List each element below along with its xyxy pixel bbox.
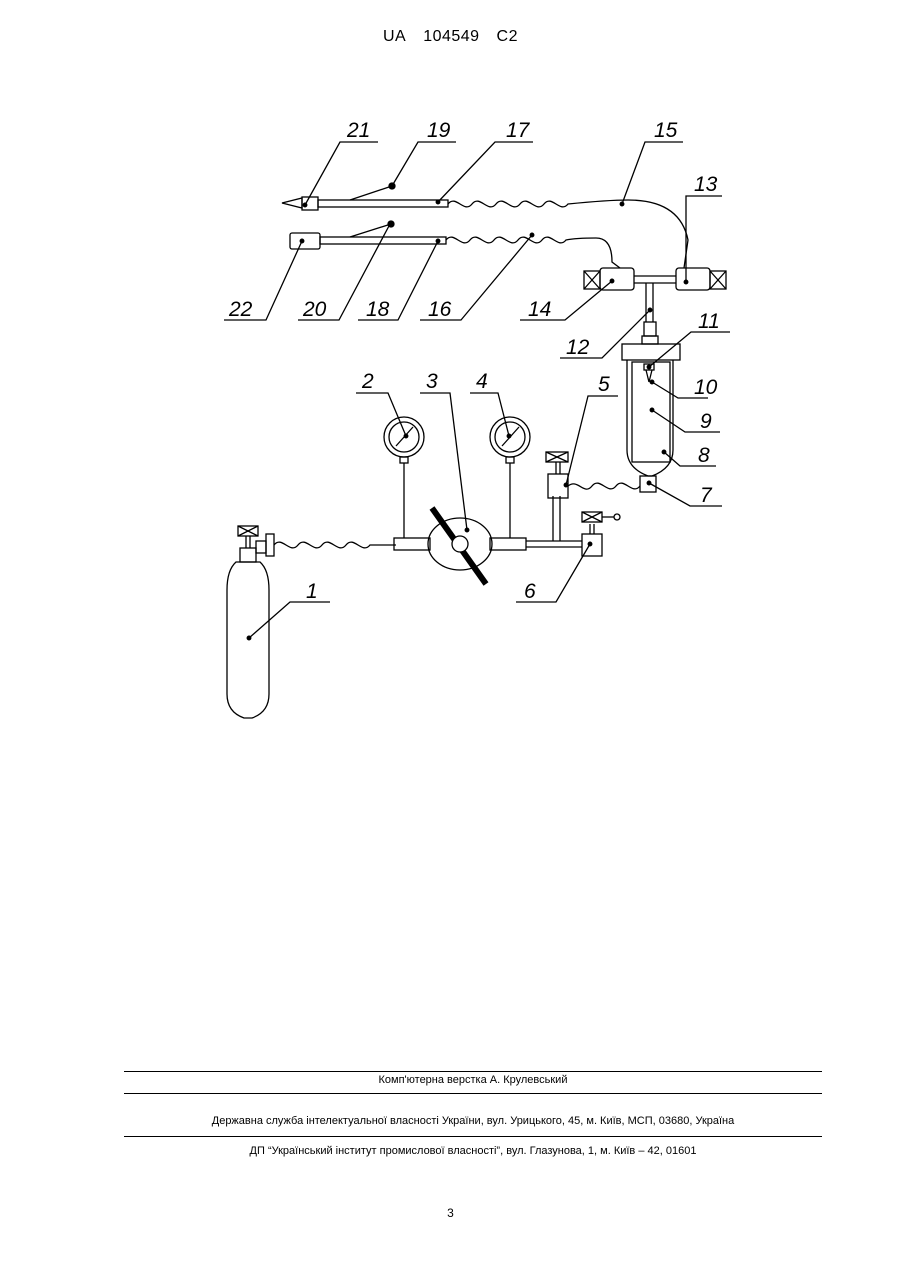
footer-rule-bottom	[124, 1136, 822, 1137]
label-7: 7	[700, 484, 713, 507]
label-22: 22	[228, 298, 253, 321]
footer-rule-top	[124, 1071, 822, 1072]
label-16: 16	[428, 298, 452, 321]
reference-numerals: 21 19 17 15 13 22 20 18 16 14 12 11 10 9…	[228, 119, 720, 603]
label-15: 15	[654, 119, 678, 142]
label-17: 17	[506, 119, 531, 142]
label-9: 9	[700, 410, 712, 433]
institute-address: ДП “Український інститут промислової вла…	[124, 1145, 822, 1157]
label-13: 13	[694, 173, 718, 196]
label-12: 12	[566, 336, 590, 359]
footer-rule-middle	[124, 1093, 822, 1094]
layout-credit: Комп'ютерна верстка А. Крулевський	[124, 1074, 822, 1086]
label-6: 6	[524, 580, 536, 603]
label-18: 18	[366, 298, 390, 321]
label-11: 11	[698, 310, 720, 333]
gauges-reducer	[384, 417, 640, 584]
gas-cylinder	[227, 526, 396, 718]
label-19: 19	[427, 119, 451, 142]
label-20: 20	[302, 298, 327, 321]
label-5: 5	[598, 373, 610, 396]
page-number: 3	[0, 1206, 901, 1220]
label-8: 8	[698, 444, 710, 467]
label-1: 1	[306, 580, 318, 603]
label-14: 14	[528, 298, 551, 321]
upper-hoses	[282, 183, 688, 268]
label-21: 21	[346, 119, 370, 142]
label-2: 2	[361, 370, 374, 393]
label-3: 3	[426, 370, 438, 393]
label-10: 10	[694, 376, 718, 399]
label-4: 4	[476, 370, 488, 393]
patent-office-address: Державна служба інтелектуальної власност…	[124, 1115, 822, 1127]
